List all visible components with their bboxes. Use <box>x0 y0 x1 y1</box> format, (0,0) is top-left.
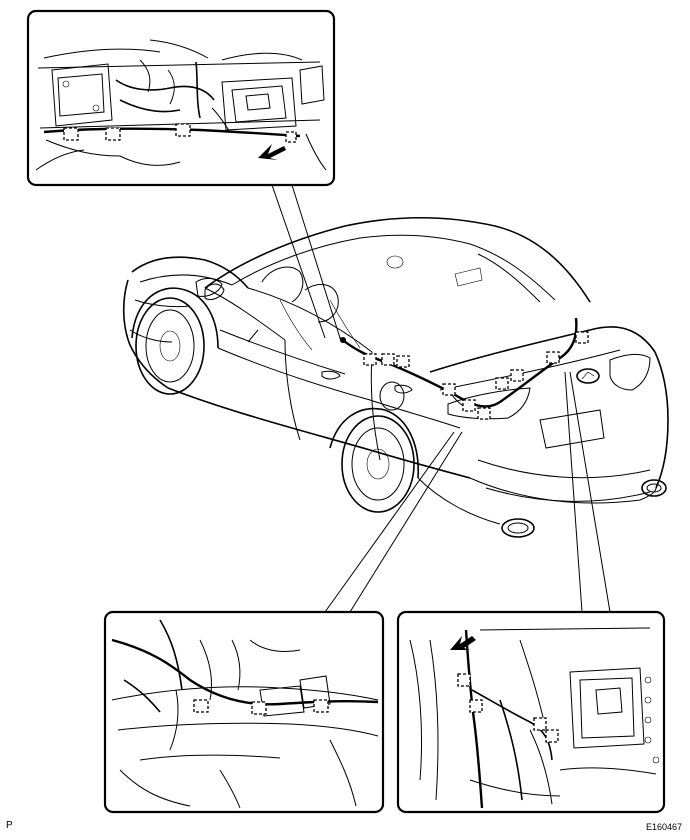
arrow-icon <box>258 144 286 160</box>
clamp-icon <box>285 131 297 143</box>
clamp-icon <box>442 383 456 396</box>
clamp-icon <box>313 699 329 713</box>
clamp-icon <box>251 701 267 715</box>
clamp-icon <box>477 407 491 420</box>
figure-id: E160467 <box>645 822 682 832</box>
car-body <box>122 216 669 538</box>
car-wiring-harness <box>339 317 589 420</box>
clamp-icon <box>462 399 476 412</box>
page-code: P <box>6 820 13 831</box>
clamp-icon <box>510 369 524 382</box>
clamp-icon <box>495 377 509 390</box>
clamp-icon <box>105 127 121 141</box>
clamp-icon <box>193 699 209 713</box>
clamp-icon <box>396 355 410 368</box>
clamp-icon <box>545 729 559 743</box>
clamp-icon <box>63 127 79 141</box>
clamp-icon <box>546 351 560 364</box>
callout-leaders <box>271 184 611 613</box>
callout-bottom-right-area <box>396 610 666 814</box>
clamp-icon <box>175 123 191 137</box>
callout-top-front-area <box>26 9 336 187</box>
clamp-icon <box>533 717 547 731</box>
callout-bottom-left-area <box>103 610 385 814</box>
clamp-icon <box>575 331 589 344</box>
clamp-icon <box>363 353 377 366</box>
arrow-icon <box>450 636 476 650</box>
clamp-icon <box>381 353 395 366</box>
clamp-icon <box>457 673 471 687</box>
clamp-icon <box>469 699 483 713</box>
